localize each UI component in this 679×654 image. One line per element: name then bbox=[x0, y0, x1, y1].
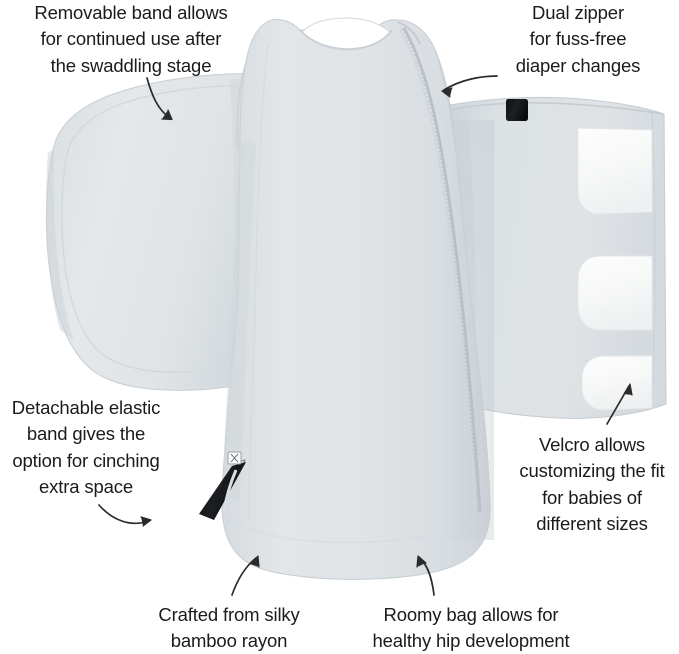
sack-body bbox=[199, 17, 494, 580]
elastic-band bbox=[199, 451, 246, 520]
arrow-detachable-elastic bbox=[98, 504, 152, 527]
annotation-detachable-elastic: Detachable elastic band gives the option… bbox=[11, 397, 161, 497]
annotation-roomy-bag: Roomy bag allows for healthy hip develop… bbox=[372, 604, 570, 652]
arrow-roomy bbox=[416, 555, 435, 596]
velcro-patch-middle bbox=[577, 255, 653, 331]
arrow-dual-zipper bbox=[441, 75, 498, 98]
velcro-patch-top bbox=[577, 127, 653, 215]
annotation-removable-band: Removable band allows for continued use … bbox=[34, 2, 228, 76]
zipper bbox=[399, 27, 482, 515]
arrow-removable-band bbox=[146, 77, 173, 121]
arrow-velcro bbox=[606, 383, 633, 425]
fastener-tab-top bbox=[506, 99, 528, 121]
arrow-bamboo bbox=[231, 555, 260, 596]
annotation-bamboo-rayon: Crafted from silky bamboo rayon bbox=[158, 604, 300, 652]
annotation-velcro: Velcro allows customizing the fit for ba… bbox=[519, 434, 665, 534]
annotation-dual-zipper: Dual zipper for fuss-free diaper changes bbox=[515, 2, 641, 76]
velcro-patch-bottom bbox=[581, 355, 653, 411]
